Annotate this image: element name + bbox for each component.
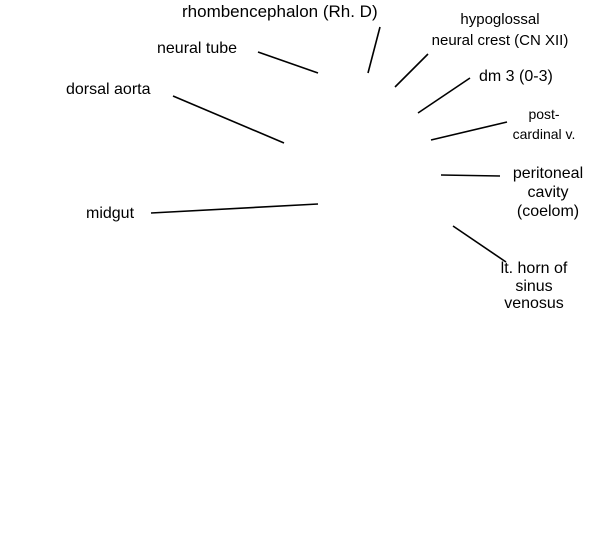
leader-line-dm3 <box>417 77 471 114</box>
leader-line-post-cardinal <box>430 121 508 141</box>
label-post-cardinal-line-1: post- <box>528 106 560 122</box>
label-peritoneal-cavity: peritoneal cavity (coelom) <box>500 164 596 222</box>
label-peritoneal-line-2: cavity <box>527 184 569 202</box>
label-sinus-venosus-line-3: venosus <box>504 295 564 313</box>
label-sinus-venosus-line-1: lt. horn of <box>500 260 568 277</box>
leader-line-peritoneal <box>440 174 501 177</box>
leader-line-rhombencephalon <box>367 26 381 74</box>
label-rhombencephalon: rhombencephalon (Rh. D) <box>182 2 378 21</box>
leader-line-neural-tube <box>257 51 319 74</box>
label-hypoglossal-neural-crest: hypoglossal neural crest (CN XII) <box>414 9 586 51</box>
leader-line-midgut <box>150 203 319 214</box>
label-sinus-venosus: lt. horn of sinus venosus <box>482 260 586 313</box>
leader-line-dorsal-aorta <box>172 95 285 144</box>
label-hypoglossal-line-2: neural crest (CN XII) <box>431 32 569 49</box>
leader-line-hypoglossal <box>394 53 429 88</box>
leader-line-sinus-venosus <box>452 225 507 263</box>
label-post-cardinal-line-2: cardinal v. <box>512 126 576 143</box>
label-midgut: midgut <box>86 205 135 222</box>
label-hypoglossal-line-1: hypoglossal <box>460 11 540 28</box>
label-peritoneal-line-3: (coelom) <box>516 203 580 221</box>
label-dorsal-aorta: dorsal aorta <box>66 81 151 98</box>
label-sinus-venosus-line-2: sinus <box>515 277 553 295</box>
label-neural-tube: neural tube <box>157 40 238 57</box>
label-dm3: dm 3 (0-3) <box>479 68 553 85</box>
label-post-cardinal-vein: post- cardinal v. <box>505 104 583 145</box>
label-peritoneal-line-1: peritoneal <box>512 165 584 182</box>
